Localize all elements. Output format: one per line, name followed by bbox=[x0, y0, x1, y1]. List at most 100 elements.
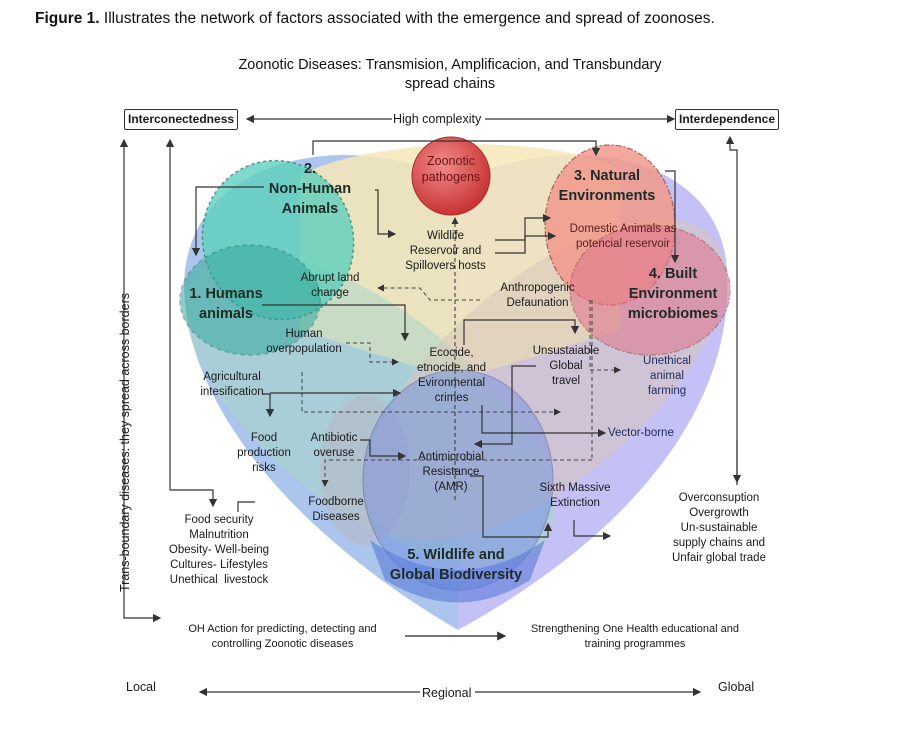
factor-line: Unethical bbox=[643, 355, 691, 367]
factor-line: Reservoir and bbox=[409, 245, 482, 257]
factor-ecocide: Ecocide, etnocide, and Evironmental crim… bbox=[404, 346, 499, 406]
title-line-1: Zoonotic Diseases: Transmision, Amplific… bbox=[238, 57, 662, 73]
factor-line: Sixth Massive bbox=[539, 482, 611, 494]
factor-line: Agricultural bbox=[203, 371, 261, 383]
factor-foodborne-diseases: Foodborne Diseases bbox=[300, 495, 372, 525]
non-human-line-1: 2. bbox=[303, 161, 317, 177]
factor-line: Ecocide, bbox=[429, 347, 474, 359]
scale-regional: Regional bbox=[422, 686, 472, 700]
action-line: Strengthening One Health educational and bbox=[531, 623, 739, 635]
factor-domestic-animals: Domestic Animals as potencial reservoir bbox=[558, 222, 688, 252]
top-connector bbox=[312, 140, 601, 157]
factor-line: risks bbox=[252, 462, 276, 474]
factor-line: intesification bbox=[200, 386, 264, 398]
factor-amr: Antimicrobial Resistance (AMR) bbox=[406, 450, 496, 495]
factor-line: Human bbox=[285, 328, 323, 340]
action-line: training programmes bbox=[584, 638, 686, 650]
factor-line: Defaunation bbox=[506, 297, 569, 309]
scale-local: Local bbox=[126, 680, 156, 694]
extinction-to-right bbox=[573, 520, 612, 541]
ecocide-to-travel bbox=[463, 319, 580, 345]
outcome-line: Malnutrition bbox=[189, 529, 249, 541]
dashed-loop bbox=[301, 372, 561, 416]
factor-agricultural-intensification: Agricultural intesification bbox=[196, 370, 268, 400]
caption-text: Illustrates the network of factors assoc… bbox=[99, 10, 715, 27]
right-axis bbox=[725, 135, 738, 485]
factor-vector-borne: Vector-borne bbox=[608, 427, 674, 439]
travel-to-amr bbox=[473, 365, 536, 449]
outcome-line: Cultures- Lifestyles bbox=[170, 559, 268, 571]
factor-unethical-farming: Unethical animal farming bbox=[632, 354, 702, 399]
wildlife-line-2: Global Biodiversity bbox=[389, 567, 523, 583]
humans-line-2: animals bbox=[199, 306, 253, 322]
factor-line: Extinction bbox=[550, 497, 600, 509]
non-human-line-2: Non-Human bbox=[268, 181, 352, 197]
domain-humans-label: 1. Humans animals bbox=[186, 284, 266, 324]
built-line-1: 4. Built bbox=[648, 266, 698, 282]
inner-left-to-food bbox=[170, 489, 218, 508]
factor-line: Antibiotic bbox=[310, 432, 358, 444]
outcomes-left: Food security Malnutrition Obesity- Well… bbox=[155, 513, 283, 588]
action-left: OH Action for predicting, detecting and … bbox=[170, 622, 395, 652]
factor-line: (AMR) bbox=[434, 481, 468, 493]
figure-caption: Figure 1. Illustrates the network of fac… bbox=[35, 10, 715, 28]
zoonotic-pathogens-label: Zoonotic pathogens bbox=[415, 153, 487, 185]
wildlife-line-1: 5. Wildlife and bbox=[407, 547, 505, 563]
humans-line-1: 1. Humans bbox=[189, 286, 263, 302]
outcome-line: Food security bbox=[184, 514, 254, 526]
factor-line: change bbox=[311, 287, 349, 299]
nonhuman-to-humans bbox=[191, 186, 264, 257]
title-line-2: spread chains bbox=[404, 76, 496, 92]
factor-line: Diseases bbox=[312, 511, 360, 523]
factor-line: overpopulation bbox=[266, 343, 342, 355]
amr-to-extinction bbox=[470, 475, 553, 538]
outcome-line: Overconsuption bbox=[678, 492, 760, 504]
factor-line: crimes bbox=[434, 392, 469, 404]
factor-anthropogenic-defaunation: Anthropogenic Defaunation bbox=[490, 281, 585, 311]
foodborne-ellipse bbox=[320, 395, 410, 545]
vector-arrow bbox=[481, 405, 607, 438]
natural-to-built bbox=[665, 170, 680, 264]
natural-line-1: 3. Natural bbox=[573, 168, 641, 184]
dashed-overpop bbox=[346, 342, 399, 366]
factor-line: potencial reservoir bbox=[576, 238, 670, 250]
dashed-foodborne bbox=[321, 459, 592, 487]
factor-line: Resistance bbox=[422, 466, 480, 478]
factor-line: Domestic Animals as bbox=[569, 223, 677, 235]
agri-to-ecocide bbox=[262, 393, 275, 418]
factor-line: animal bbox=[650, 370, 684, 382]
interconectedness-box: Interconectedness bbox=[124, 109, 239, 130]
action-line: OH Action for predicting, detecting and bbox=[188, 623, 377, 635]
dashed-abrupt bbox=[377, 284, 480, 301]
factor-line: Unsustaiable bbox=[532, 345, 600, 357]
factor-line: Food bbox=[250, 432, 278, 444]
factor-sixth-extinction: Sixth Massive Extinction bbox=[530, 481, 620, 511]
humans-to-ecocide bbox=[262, 304, 410, 342]
nonhuman-to-wildlife bbox=[375, 189, 397, 239]
domain-non-human-label: 2. Non-Human Animals bbox=[265, 159, 355, 219]
high-complexity-label: High complexity bbox=[393, 112, 482, 126]
natural-link-2 bbox=[495, 231, 557, 254]
factor-wildlife-reservoir: Wildlife Reservoir and Spillovers hosts bbox=[398, 229, 493, 274]
domain-built-shape bbox=[569, 224, 731, 356]
interdependence-box: Interdependence bbox=[675, 109, 780, 130]
factor-line: Abrupt land bbox=[300, 272, 360, 284]
domain-natural-label: 3. Natural Environments bbox=[553, 166, 661, 206]
factor-line: Anthropogenic bbox=[500, 282, 575, 294]
factor-line: Antimicrobial bbox=[418, 451, 484, 463]
factor-line: Evironmental bbox=[417, 377, 486, 389]
factor-human-overpopulation: Human overpopulation bbox=[256, 327, 352, 357]
left-axis-label: Trans-boundary diseases: they spread acr… bbox=[118, 293, 132, 592]
outcome-line: supply chains and bbox=[672, 537, 766, 549]
dashed-right bbox=[589, 300, 621, 374]
domain-built-label: 4. Built Environment microbiomes bbox=[622, 264, 724, 324]
natural-link-1 bbox=[495, 213, 552, 241]
factor-line: Spillovers hosts bbox=[405, 260, 486, 272]
built-line-3: microbiomes bbox=[627, 306, 719, 322]
domain-wildlife-label: 5. Wildlife and Global Biodiversity bbox=[386, 545, 526, 585]
action-line: controlling Zoonotic diseases bbox=[211, 638, 354, 650]
built-line-2: Environment bbox=[628, 286, 718, 302]
left-axis-bottom bbox=[123, 600, 162, 623]
non-human-line-3: Animals bbox=[281, 201, 339, 217]
